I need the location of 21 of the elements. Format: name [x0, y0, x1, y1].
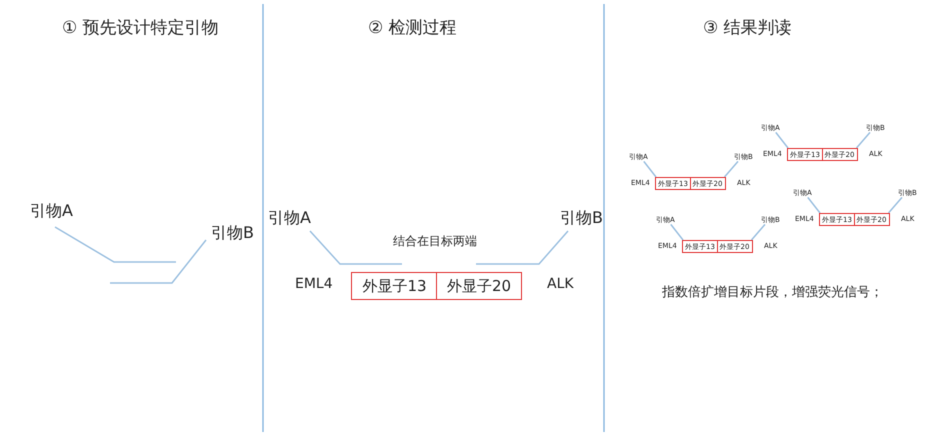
- gene-label: ALK: [547, 276, 574, 293]
- result-text: 指数倍扩增目标片段，增强荧光信号；: [662, 285, 883, 301]
- primer-label: 引物A: [30, 201, 73, 220]
- gene-label: EML4: [295, 276, 333, 293]
- primer-line: [643, 160, 657, 178]
- primer-line: [888, 196, 903, 214]
- panel-heading: ① 预先设计特定引物: [62, 18, 219, 38]
- exon-box: 外显子20: [436, 272, 522, 300]
- primer-label: 引物A: [268, 208, 311, 228]
- primer-label: 引物B: [560, 208, 603, 228]
- annotation-text: 结合在目标两端: [393, 234, 477, 248]
- panel-heading: ③ 结果判读: [703, 18, 792, 38]
- primer-line: [856, 132, 871, 148]
- primer-line: [724, 160, 739, 178]
- primer-line: [750, 224, 766, 240]
- primer-line: [807, 196, 821, 214]
- primer-label: 引物B: [211, 223, 254, 242]
- primer-line: [775, 132, 789, 148]
- exon-box: 外显子13: [351, 272, 438, 300]
- primer-line: [670, 224, 684, 240]
- panel-heading: ② 检测过程: [368, 18, 457, 38]
